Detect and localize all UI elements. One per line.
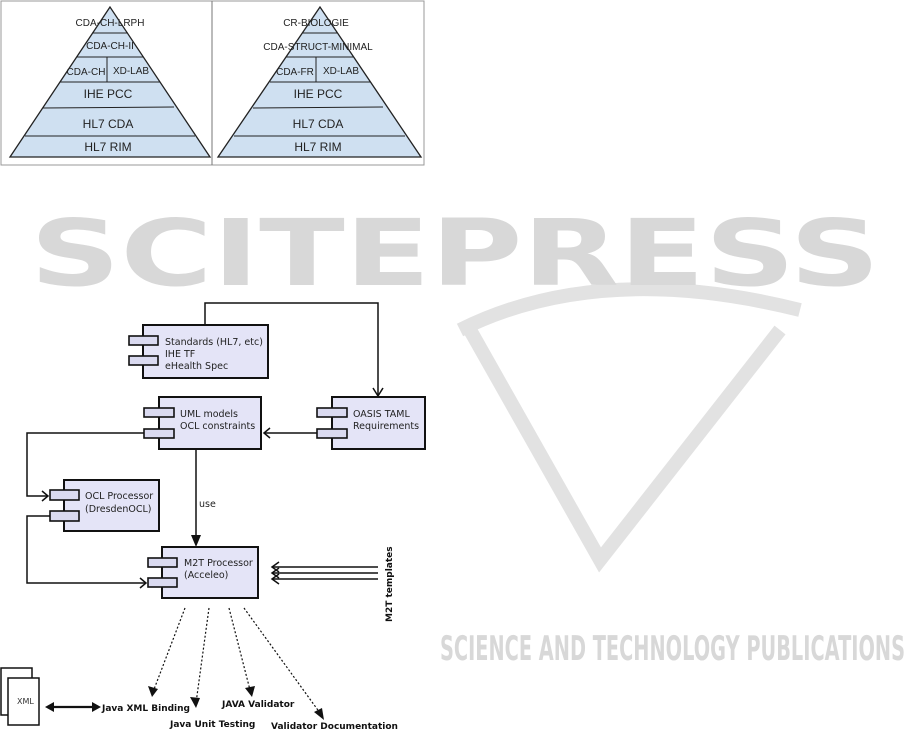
component-port-icon xyxy=(49,489,80,501)
component-label: OCL Processor xyxy=(85,491,153,502)
component-port-icon xyxy=(49,510,80,522)
pyramid-right: CR-BIOLOGIE CDA-STRUCT-MINIMAL CDA-FR XD… xyxy=(216,5,423,158)
watermark-book-icon xyxy=(456,282,802,337)
component-uml: UML models OCL constraints xyxy=(143,396,262,450)
use-label: use xyxy=(199,499,216,510)
component-label: OCL constraints xyxy=(180,421,255,432)
component-m2t: M2T Processor (Acceleo) xyxy=(147,546,259,599)
component-oasis: OASIS TAML Requirements xyxy=(316,396,426,450)
component-label: eHealth Spec xyxy=(165,361,228,372)
layer-label: XD-LAB xyxy=(323,66,359,77)
component-label: (DresdenOCL) xyxy=(85,504,152,515)
watermark: SCITEPRESS SCIENCE AND TECHNOLOGY PUBLIC… xyxy=(30,200,905,669)
component-standards: Standards (HL7, etc) IHE TF eHealth Spec xyxy=(128,324,269,379)
layer-label: XD-LAB xyxy=(113,66,149,77)
layer-label: CDA-STRUCT-MINIMAL xyxy=(263,42,373,53)
component-port-icon xyxy=(147,557,178,568)
component-label: IHE TF xyxy=(165,349,195,360)
output-label: JAVA Validator xyxy=(221,700,295,710)
component-label: (Acceleo) xyxy=(184,570,228,581)
layer-label: HL7 RIM xyxy=(294,140,341,154)
component-port-icon xyxy=(316,407,348,418)
pyramid-figure: CDA-CH-LRPH CDA-CH-II CDA-CH XD-LAB IHE … xyxy=(0,0,425,166)
component-port-icon xyxy=(128,335,159,346)
layer-label: IHE PCC xyxy=(294,87,343,101)
layer-label: IHE PCC xyxy=(84,87,133,101)
component-port-icon xyxy=(316,428,348,439)
pyramid-left: CDA-CH-LRPH CDA-CH-II CDA-CH XD-LAB IHE … xyxy=(8,5,212,158)
component-port-icon xyxy=(143,407,175,418)
layer-label: CDA-CH xyxy=(67,67,106,78)
layer-label: CDA-CH-II xyxy=(86,41,134,52)
layer-label: HL7 CDA xyxy=(83,117,134,131)
component-label: M2T Processor xyxy=(184,558,253,569)
diagram-edges xyxy=(26,302,384,720)
layer-label: HL7 CDA xyxy=(293,117,344,131)
watermark-subtitle: SCIENCE AND TECHNOLOGY PUBLICATIONS xyxy=(440,629,905,669)
layer-label: CDA-CH-LRPH xyxy=(76,18,145,29)
component-port-icon xyxy=(128,355,159,366)
output-label: Java Unit Testing xyxy=(169,720,255,730)
component-label: Standards (HL7, etc) xyxy=(165,337,263,348)
component-ocl: OCL Processor (DresdenOCL) xyxy=(49,479,160,532)
layer-label: CDA-FR xyxy=(276,67,314,78)
watermark-title: SCITEPRESS xyxy=(30,200,880,307)
component-port-icon xyxy=(147,577,178,588)
component-port-icon xyxy=(143,428,175,439)
component-label: OASIS TAML xyxy=(353,409,410,420)
output-label: Validator Documentation xyxy=(271,722,398,732)
xml-label: XML xyxy=(17,697,34,706)
component-label: UML models xyxy=(180,409,238,420)
layer-label: CR-BIOLOGIE xyxy=(283,18,349,29)
xml-document-icon: XML xyxy=(0,667,40,726)
layer-label: HL7 RIM xyxy=(84,140,131,154)
m2t-templates-label: M2T templates xyxy=(385,546,395,622)
component-label: Requirements xyxy=(353,421,419,432)
output-label: Java XML Binding xyxy=(101,704,190,714)
